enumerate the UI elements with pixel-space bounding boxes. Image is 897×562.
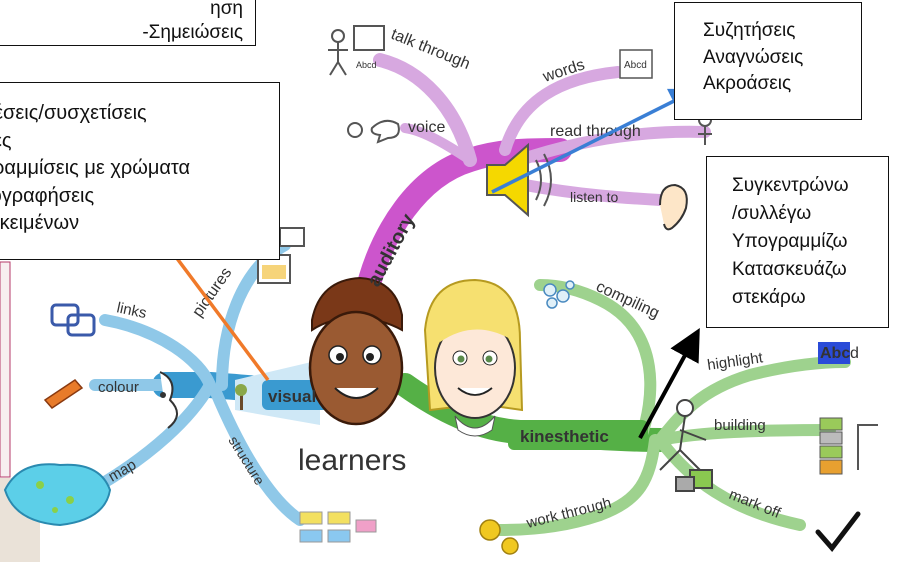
note-left-line-2: νες: [0, 129, 12, 152]
boy-face: [308, 276, 404, 426]
tree-icon: [235, 384, 247, 410]
note-right-top-line-2: Αναγνώσεις: [703, 46, 804, 68]
voice-label: voice: [408, 119, 445, 136]
talk-figure-caption: Abcd: [356, 60, 377, 70]
map-icon: [3, 463, 112, 527]
speaker-icon: [486, 142, 552, 218]
listen-to-label: listen to: [570, 189, 618, 205]
highlight-icon-tail: d: [850, 345, 859, 362]
note-left-line-3: γραμμίσεις με χρώματα: [0, 157, 191, 179]
pictures-icon: [257, 227, 305, 284]
note-top-line-2: -Σημειώσεις: [142, 22, 243, 43]
book-icon-text: Abcd: [624, 60, 647, 71]
blue-arrow: [491, 88, 699, 194]
building-icon: [819, 417, 878, 475]
black-arrow: [638, 327, 700, 439]
checkmark-icon: [815, 511, 861, 552]
left-frame-strip: [0, 261, 11, 478]
structure-label: structure: [225, 433, 268, 488]
compiling-icon: [543, 280, 575, 309]
note-right-mid: Συγκεντρώνω /συλλέγω Υπογραμμίζω Κατασκε…: [706, 156, 889, 328]
gears-icon: [479, 519, 519, 555]
highlight-icon-text: Abc: [820, 345, 850, 362]
colour-label: colour: [98, 379, 139, 396]
links-label: links: [115, 299, 148, 322]
eye-face-icon: [159, 371, 178, 429]
note-right-mid-line-1: Συγκεντρώνω: [732, 175, 849, 196]
auditory-branch: [353, 53, 711, 312]
note-right-top-line-3: Ακροάσεις: [703, 73, 792, 94]
visual-label: visual: [268, 387, 316, 406]
note-right-mid-line-3: Υπογραμμίζω: [732, 231, 848, 252]
structure-icon: [299, 511, 377, 543]
building-label: building: [714, 417, 766, 434]
note-left-line-4: τογραφήσεις: [0, 184, 95, 207]
links-icon: [50, 303, 96, 337]
highlight-icon: Abc d: [818, 342, 859, 364]
girl-face: [423, 278, 524, 437]
kinesthetic-figure-icon: [659, 399, 713, 492]
note-left-line-1: δέσεις/συσχετίσεις: [0, 102, 147, 124]
center-title: learners: [298, 444, 406, 477]
note-left: δέσεις/συσχετίσεις νες γραμμίσεις με χρώ…: [0, 82, 280, 260]
note-right-mid-line-4: Κατασκευάζω: [732, 259, 847, 280]
kinesthetic-label-bg: [508, 420, 648, 450]
ear-icon: [659, 183, 688, 231]
note-top-left: ηση -Σημειώσεις: [0, 0, 256, 46]
note-top-line-1: ηση: [210, 0, 243, 19]
book-icon: Abcd: [619, 49, 653, 79]
note-right-top: Συζητήσεις Αναγνώσεις Ακροάσεις: [674, 2, 862, 120]
voice-icon: [347, 119, 400, 144]
note-right-top-line-1: Συζητήσεις: [703, 20, 796, 41]
talk-figure-icon: [328, 25, 385, 76]
kinesthetic-label: kinesthetic: [520, 427, 609, 446]
note-left-line-5: ή κειμένων: [0, 212, 80, 234]
note-right-mid-line-5: στεκάρω: [732, 287, 806, 308]
crayon-icon: [43, 379, 84, 409]
note-right-mid-line-2: /συλλέγω: [732, 203, 812, 224]
